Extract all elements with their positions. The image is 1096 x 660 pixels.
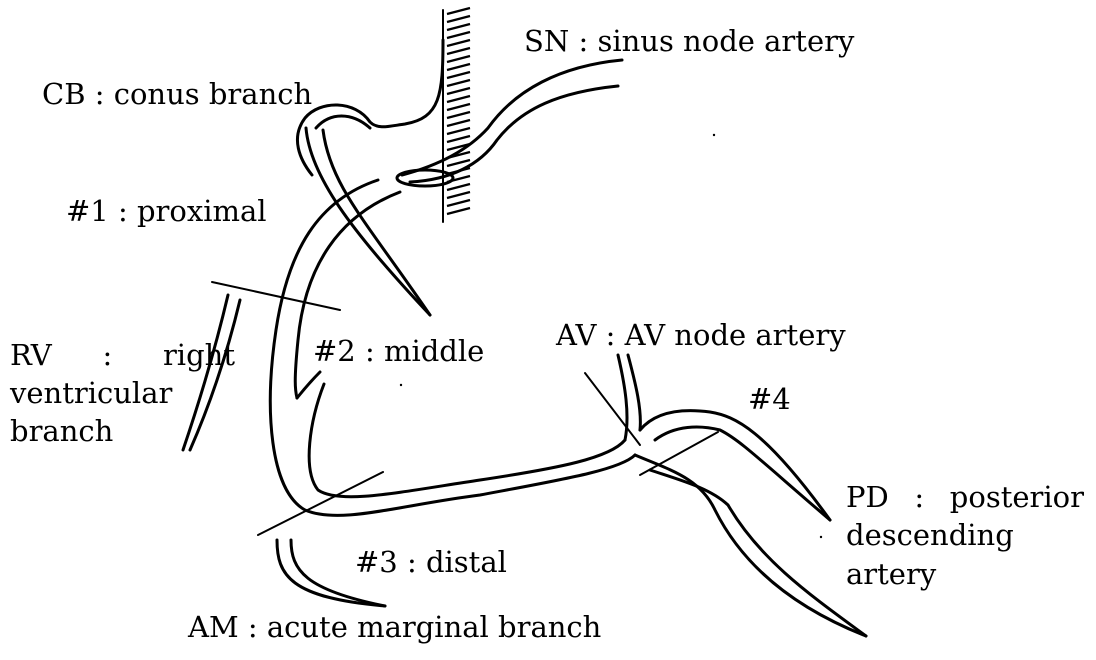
label-pd-word2: descending: [846, 518, 1014, 552]
label-segment-4: #4: [748, 382, 791, 416]
crux-branches: [616, 353, 868, 638]
segment-dividers: [211, 281, 719, 536]
rca-trunk: [268, 178, 637, 517]
label-rv-word2: ventricular: [10, 376, 173, 410]
label-rv-first-line: RV : right: [10, 336, 235, 374]
divider-distal-crux: [584, 372, 641, 446]
label-pd-word3: artery: [846, 557, 937, 591]
conus-branch: [304, 126, 432, 317]
aortic-wall-hatching: [446, 6, 471, 216]
label-rv-abbr: RV: [10, 338, 52, 372]
label-pd-abbr: PD: [846, 480, 889, 514]
label-sinus-node-artery: SN : sinus node artery: [524, 24, 855, 58]
label-rv-word1: right: [162, 338, 235, 372]
right-ventricular-branch: [181, 293, 242, 452]
label-av-node-artery: AV : AV node artery: [556, 318, 846, 352]
label-proximal: #1 : proximal: [66, 194, 267, 228]
label-pd-word1: posterior: [949, 480, 1084, 514]
label-middle: #2 : middle: [313, 334, 485, 368]
divider-middle-distal: [257, 471, 384, 536]
divider-pd: [639, 431, 719, 476]
divider-proximal-middle: [211, 281, 341, 311]
ostium: [395, 168, 455, 188]
label-pd-colon: :: [914, 480, 925, 514]
scan-specks: [399, 133, 823, 539]
label-conus-branch: CB : conus branch: [42, 77, 313, 111]
acute-marginal-branch: [275, 538, 387, 608]
label-rv-word3: branch: [10, 414, 114, 448]
sinus-node-artery: [400, 58, 624, 184]
label-acute-marginal-branch: AM : acute marginal branch: [188, 610, 602, 644]
label-distal: #3 : distal: [355, 545, 507, 579]
aortic-wall: [442, 6, 471, 223]
label-rv-colon: :: [102, 338, 113, 372]
rca-origin: [295, 38, 455, 188]
label-pd-first-line: PD : posterior: [846, 478, 1084, 516]
